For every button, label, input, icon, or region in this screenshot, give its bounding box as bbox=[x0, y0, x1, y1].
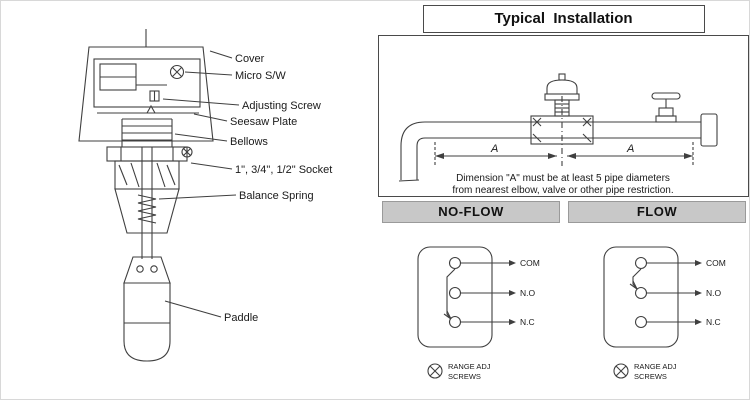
installation-note-line1: Dimension "A" must be at least 5 pipe di… bbox=[456, 173, 670, 184]
socket-nut bbox=[106, 146, 188, 234]
range-adj-label-line1: RANGE ADJ bbox=[634, 362, 677, 371]
terminal-no-circle bbox=[634, 286, 648, 300]
label-leader-lines bbox=[158, 50, 240, 318]
cover-outline bbox=[78, 46, 214, 142]
label-seesaw-plate: Seesaw Plate bbox=[230, 116, 297, 128]
terminal-com-circle bbox=[634, 256, 648, 270]
range-adjust-screw-symbol bbox=[613, 363, 629, 379]
paddle-shape bbox=[123, 256, 171, 362]
micro-switch bbox=[93, 58, 201, 108]
typical-installation-title-box: Typical Installation bbox=[422, 5, 705, 33]
flow-header: FLOW bbox=[568, 201, 746, 223]
label-cover: Cover bbox=[235, 53, 265, 65]
switch-body bbox=[603, 246, 679, 348]
flow-switch-cross-section-drawing: Cover Micro S/W Adjusting Screw Seesaw P… bbox=[78, 29, 332, 362]
terminal-nc-circle bbox=[448, 315, 462, 329]
bellows-shape bbox=[121, 118, 173, 148]
label-com: COM bbox=[706, 258, 726, 268]
flow-contact-diagram: COM N.O N.C RANGE ADJ SCREWS bbox=[603, 246, 726, 381]
pipe-end-fitting bbox=[700, 113, 718, 147]
dimension-lines bbox=[434, 96, 694, 166]
terminal-arrowheads bbox=[509, 260, 516, 325]
range-adj-label-line2: SCREWS bbox=[448, 372, 481, 381]
terminal-nc-circle bbox=[634, 315, 648, 329]
contact-arm-to-no bbox=[632, 268, 642, 290]
installation-diagram-box: A A Dimension "A" must be at least 5 pip… bbox=[378, 35, 749, 197]
terminal-no-circle bbox=[448, 286, 462, 300]
installation-note-line2: from nearest elbow, valve or other pipe … bbox=[452, 185, 673, 196]
range-adjust-screw-symbol bbox=[427, 363, 443, 379]
no-flow-header: NO-FLOW bbox=[382, 201, 560, 223]
terminal-arrowheads bbox=[695, 260, 702, 325]
terminal-com-circle bbox=[448, 256, 462, 270]
dimension-a-left: A bbox=[490, 143, 498, 155]
typical-installation-title: Typical Installation bbox=[494, 10, 633, 27]
switch-body bbox=[417, 246, 493, 348]
flow-column: FLOW bbox=[564, 201, 749, 399]
dimension-arrowheads bbox=[435, 153, 693, 159]
label-micro-sw: Micro S/W bbox=[235, 70, 286, 82]
range-adj-label-line2: SCREWS bbox=[634, 372, 667, 381]
label-nc: N.C bbox=[520, 317, 535, 327]
label-no: N.O bbox=[706, 288, 722, 298]
no-flow-contact-diagram: COM N.O N.C RANGE ADJ SCREWS bbox=[417, 246, 540, 381]
seesaw-plate bbox=[97, 104, 199, 114]
label-paddle: Paddle bbox=[224, 312, 258, 324]
balance-spring-coil bbox=[137, 194, 157, 224]
label-no: N.O bbox=[520, 288, 536, 298]
label-com: COM bbox=[520, 258, 540, 268]
adjusting-screw bbox=[149, 90, 160, 102]
stem bbox=[141, 147, 153, 259]
pipe-elbow bbox=[398, 121, 426, 182]
label-nc: N.C bbox=[706, 317, 721, 327]
label-balance-spring: Balance Spring bbox=[239, 190, 314, 202]
label-socket: 1", 3/4", 1/2" Socket bbox=[235, 164, 332, 176]
valve-symbol bbox=[651, 92, 681, 123]
label-bellows: Bellows bbox=[230, 136, 268, 148]
dimension-a-right: A bbox=[626, 143, 634, 155]
pipe bbox=[425, 121, 701, 139]
no-flow-column: NO-FLOW bbox=[378, 201, 564, 399]
installation-drawing: A A Dimension "A" must be at least 5 pip… bbox=[398, 73, 718, 196]
label-adjusting-screw: Adjusting Screw bbox=[242, 100, 321, 112]
cross-section-panel: Cover Micro S/W Adjusting Screw Seesaw P… bbox=[1, 1, 378, 399]
contact-arm-to-nc bbox=[446, 268, 456, 320]
switch-states-section: NO-FLOW bbox=[378, 201, 749, 399]
range-adj-label-line1: RANGE ADJ bbox=[448, 362, 491, 371]
installation-panel: Typical Installation bbox=[378, 1, 749, 399]
